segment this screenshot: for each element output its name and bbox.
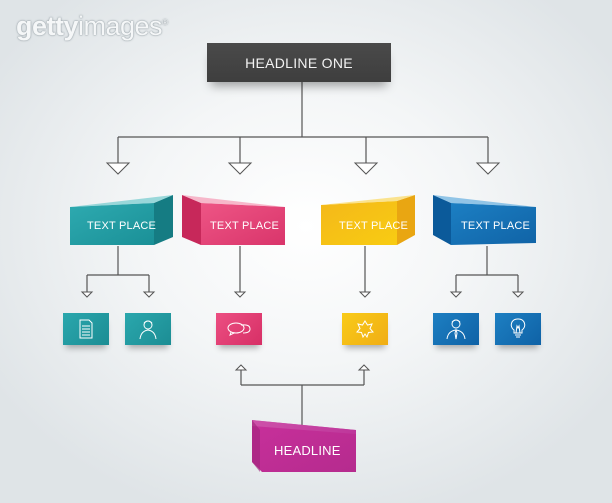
yellow-box-shape: [321, 195, 415, 245]
tile-chat[interactable]: [216, 313, 262, 345]
chat-bubbles-icon: [227, 322, 251, 336]
tile-user[interactable]: [125, 313, 171, 345]
branch-label: TEXT PLACE: [210, 220, 280, 232]
blue-box-shape: [433, 195, 536, 245]
tile-document[interactable]: [63, 313, 109, 345]
tile-lightbulb[interactable]: [495, 313, 541, 345]
branch-label: TEXT PLACE: [339, 220, 409, 232]
document-icon: [79, 319, 93, 339]
user-icon: [139, 320, 157, 340]
headline-one-box[interactable]: HEADLINE ONE: [207, 43, 391, 82]
headline-one-label: HEADLINE ONE: [245, 54, 353, 71]
branch-label: TEXT PLACE: [87, 220, 157, 232]
branch-box-yellow[interactable]: TEXT PLACE: [321, 195, 415, 247]
watermark-logo: gettyimages®: [16, 11, 168, 42]
teal-box-shape: [70, 195, 173, 245]
magenta-box-shape: [252, 420, 356, 472]
lightbulb-icon: [510, 318, 526, 338]
branch-box-pink[interactable]: TEXT PLACE: [182, 195, 285, 247]
star-icon: [356, 320, 374, 339]
watermark-light: images: [78, 11, 163, 41]
watermark-bold: getty: [16, 11, 79, 41]
headline-box-bottom[interactable]: HEADLINE: [252, 420, 356, 476]
pink-box-shape: [182, 195, 285, 245]
tile-businessman[interactable]: [433, 313, 479, 345]
branch-label: TEXT PLACE: [461, 220, 531, 232]
businessman-icon: [446, 319, 466, 340]
headline-label: HEADLINE: [274, 443, 341, 458]
branch-box-teal[interactable]: TEXT PLACE: [70, 195, 173, 247]
watermark-mark: ®: [162, 18, 168, 27]
tile-star[interactable]: [342, 313, 388, 345]
branch-box-blue[interactable]: TEXT PLACE: [433, 195, 536, 247]
